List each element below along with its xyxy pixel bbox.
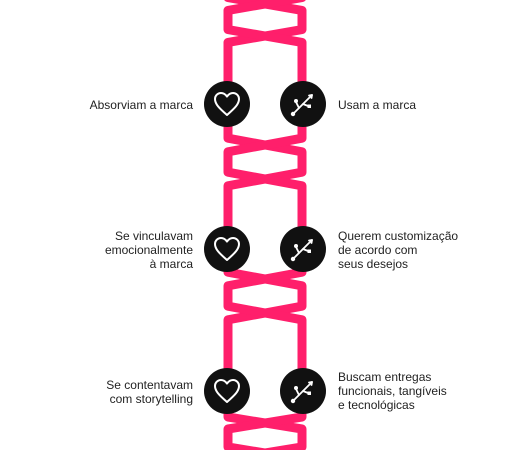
helix-strand-b [223,128,307,196]
helix-strand-a [223,0,307,52]
usb-symbol-icon [290,94,313,117]
right-label-2: Querem customização de acordo com seus d… [338,229,459,271]
heart-icon [214,92,240,116]
helix-strand-a [223,128,307,196]
right-label-3: Buscam entregas funcionais, tangíveis e … [338,370,447,412]
heart-icon [214,379,240,403]
helix-strand-b [223,0,307,52]
left-label-1: Absorviam a marca [89,98,193,112]
heart-node-2 [204,226,250,272]
usb-node-3 [280,368,326,414]
left-label-2: Se vinculavam emocionalmente à marca [104,229,193,271]
left-label-3: Se contentavam com storytelling [106,378,193,406]
usb-node-1 [280,81,326,127]
usb-symbol-icon [290,239,313,262]
heart-node-3 [204,368,250,414]
helix-strand-a [223,408,307,450]
heart-icon [214,237,240,261]
heart-node-1 [204,81,250,127]
right-label-1: Usam a marca [338,98,417,112]
helix-strand-b [223,408,307,450]
usb-symbol-icon [290,381,313,404]
usb-node-2 [280,226,326,272]
